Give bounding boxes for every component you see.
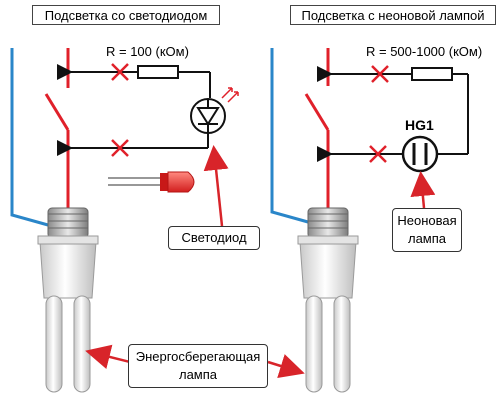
- led-callout-arrow: [203, 145, 229, 227]
- left-cross-top: [111, 63, 129, 81]
- left-cross-bottom: [111, 139, 129, 157]
- cfl-callout-line2: лампа: [178, 367, 218, 382]
- led-component-icon: [108, 171, 195, 193]
- right-resistor-label: R = 500-1000 (кОм): [366, 44, 483, 59]
- cfl-callout: Энергосберегающая лампа: [128, 344, 268, 388]
- left-resistor: [137, 65, 179, 79]
- left-circuit: [10, 48, 239, 393]
- right-resistor: [411, 67, 453, 81]
- right-neutral-wire: [270, 48, 309, 224]
- neon-callout-arrow: [410, 171, 436, 209]
- neon-callout-line1: Неоновая: [397, 213, 457, 228]
- cfl-callout-line1: Энергосберегающая: [135, 349, 261, 364]
- left-panel-title: Подсветка со светодиодом: [32, 5, 220, 25]
- neon-lamp-callout: Неоновая лампа: [392, 208, 462, 252]
- right-switch-blade: [304, 93, 330, 131]
- right-panel-title: Подсветка с неоновой лампой: [290, 5, 496, 25]
- left-cfl-bulb: [37, 207, 99, 393]
- right-circuit: [270, 48, 469, 393]
- led-callout: Светодиод: [168, 226, 260, 250]
- right-cross-top: [371, 65, 389, 83]
- neon-component-label: HG1: [405, 117, 434, 133]
- left-resistor-label: R = 100 (кОм): [106, 44, 189, 59]
- bottom-callout-arrow-right: [267, 354, 305, 378]
- left-switch-blade: [44, 93, 70, 131]
- bottom-callout-arrow-left: [85, 344, 131, 369]
- right-cfl-bulb: [297, 207, 359, 393]
- left-neutral-wire: [10, 48, 49, 227]
- neon-callout-line2: лампа: [407, 231, 447, 246]
- right-cross-bottom: [369, 145, 387, 163]
- neon-lamp-symbol: [401, 135, 439, 173]
